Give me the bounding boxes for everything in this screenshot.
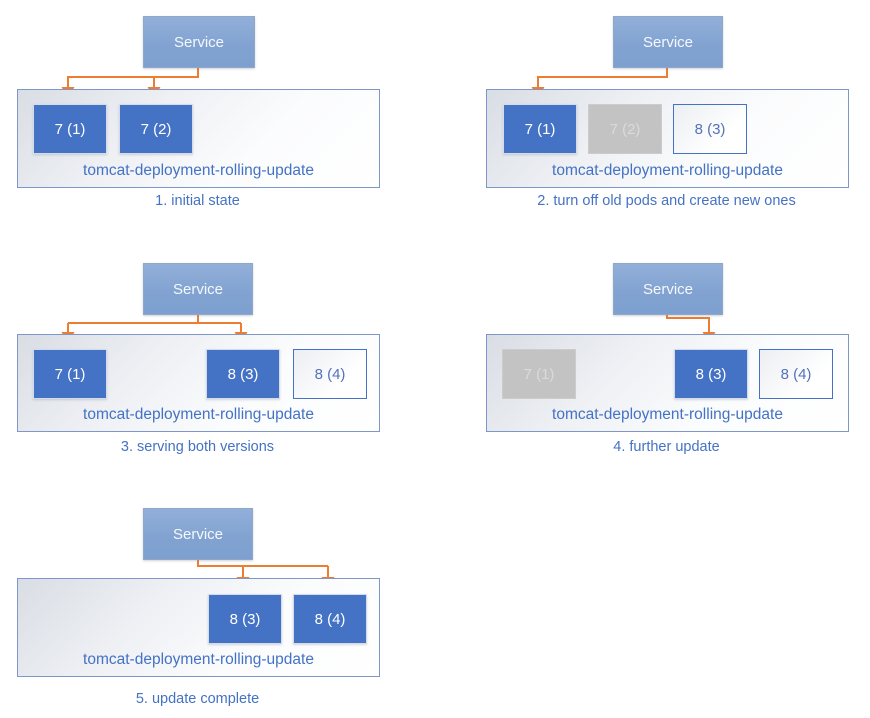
stage-caption: 5. update complete xyxy=(135,691,260,707)
pod-node: 7 (2) xyxy=(119,104,193,154)
service-node: Service xyxy=(143,263,253,315)
service-node: Service xyxy=(143,508,253,560)
deployment-label: tomcat-deployment-rolling-update xyxy=(83,162,314,179)
stage-caption: 4. further update xyxy=(613,439,720,455)
service-label: Service xyxy=(172,280,224,298)
pod-label: 8 (4) xyxy=(780,365,812,383)
pod-node: 7 (1) xyxy=(33,104,107,154)
pod-label: 7 (2) xyxy=(140,120,172,138)
pod-node: 8 (3) xyxy=(674,349,748,399)
stage-caption: 2. turn off old pods and create new ones xyxy=(537,193,796,209)
pod-label: 7 (1) xyxy=(523,365,555,383)
service-label: Service xyxy=(173,33,225,51)
service-label: Service xyxy=(642,33,694,51)
pod-node: 8 (3) xyxy=(673,104,747,154)
deployment-box: 7 (1) 7 (2) tomcat-deployment-rolling-up… xyxy=(17,89,380,188)
pod-node: 7 (2) xyxy=(588,104,662,154)
stage-caption: 3. serving both versions xyxy=(120,439,275,455)
pod-node: 7 (1) xyxy=(33,349,107,399)
pod-label: 7 (1) xyxy=(54,365,86,383)
pod-node: 8 (4) xyxy=(759,349,833,399)
stage-caption: 1. initial state xyxy=(155,193,240,209)
deployment-box: 7 (1) 8 (3) 8 (4) tomcat-deployment-roll… xyxy=(17,334,380,432)
pod-node: 7 (1) xyxy=(503,104,577,154)
pod-label: 8 (3) xyxy=(695,365,727,383)
service-node: Service xyxy=(613,16,723,68)
pod-label: 8 (4) xyxy=(314,610,346,628)
service-label: Service xyxy=(642,280,694,298)
pod-label: 8 (3) xyxy=(227,365,259,383)
pod-node: 8 (3) xyxy=(206,349,280,399)
deployment-label: tomcat-deployment-rolling-update xyxy=(552,406,783,423)
service-label: Service xyxy=(172,525,224,543)
deployment-label: tomcat-deployment-rolling-update xyxy=(83,651,314,668)
pod-label: 8 (3) xyxy=(229,610,261,628)
deployment-label: tomcat-deployment-rolling-update xyxy=(552,162,783,179)
pod-node: 8 (3) xyxy=(208,594,282,644)
service-node: Service xyxy=(143,16,255,68)
deployment-label: tomcat-deployment-rolling-update xyxy=(83,406,314,423)
deployment-box: 7 (1) 8 (3) 8 (4) tomcat-deployment-roll… xyxy=(486,334,849,432)
pod-label: 7 (2) xyxy=(609,120,641,138)
pod-label: 7 (1) xyxy=(524,120,556,138)
pod-label: 8 (3) xyxy=(694,120,726,138)
pod-node: 7 (1) xyxy=(502,349,576,399)
pod-label: 7 (1) xyxy=(54,120,86,138)
pod-node: 8 (4) xyxy=(293,594,367,644)
service-node: Service xyxy=(613,263,723,315)
pod-label: 8 (4) xyxy=(314,365,346,383)
pod-node: 8 (4) xyxy=(293,349,367,399)
deployment-box: 7 (1) 7 (2) 8 (3) tomcat-deployment-roll… xyxy=(486,89,849,188)
deployment-box: 8 (3) 8 (4) tomcat-deployment-rolling-up… xyxy=(17,578,380,677)
